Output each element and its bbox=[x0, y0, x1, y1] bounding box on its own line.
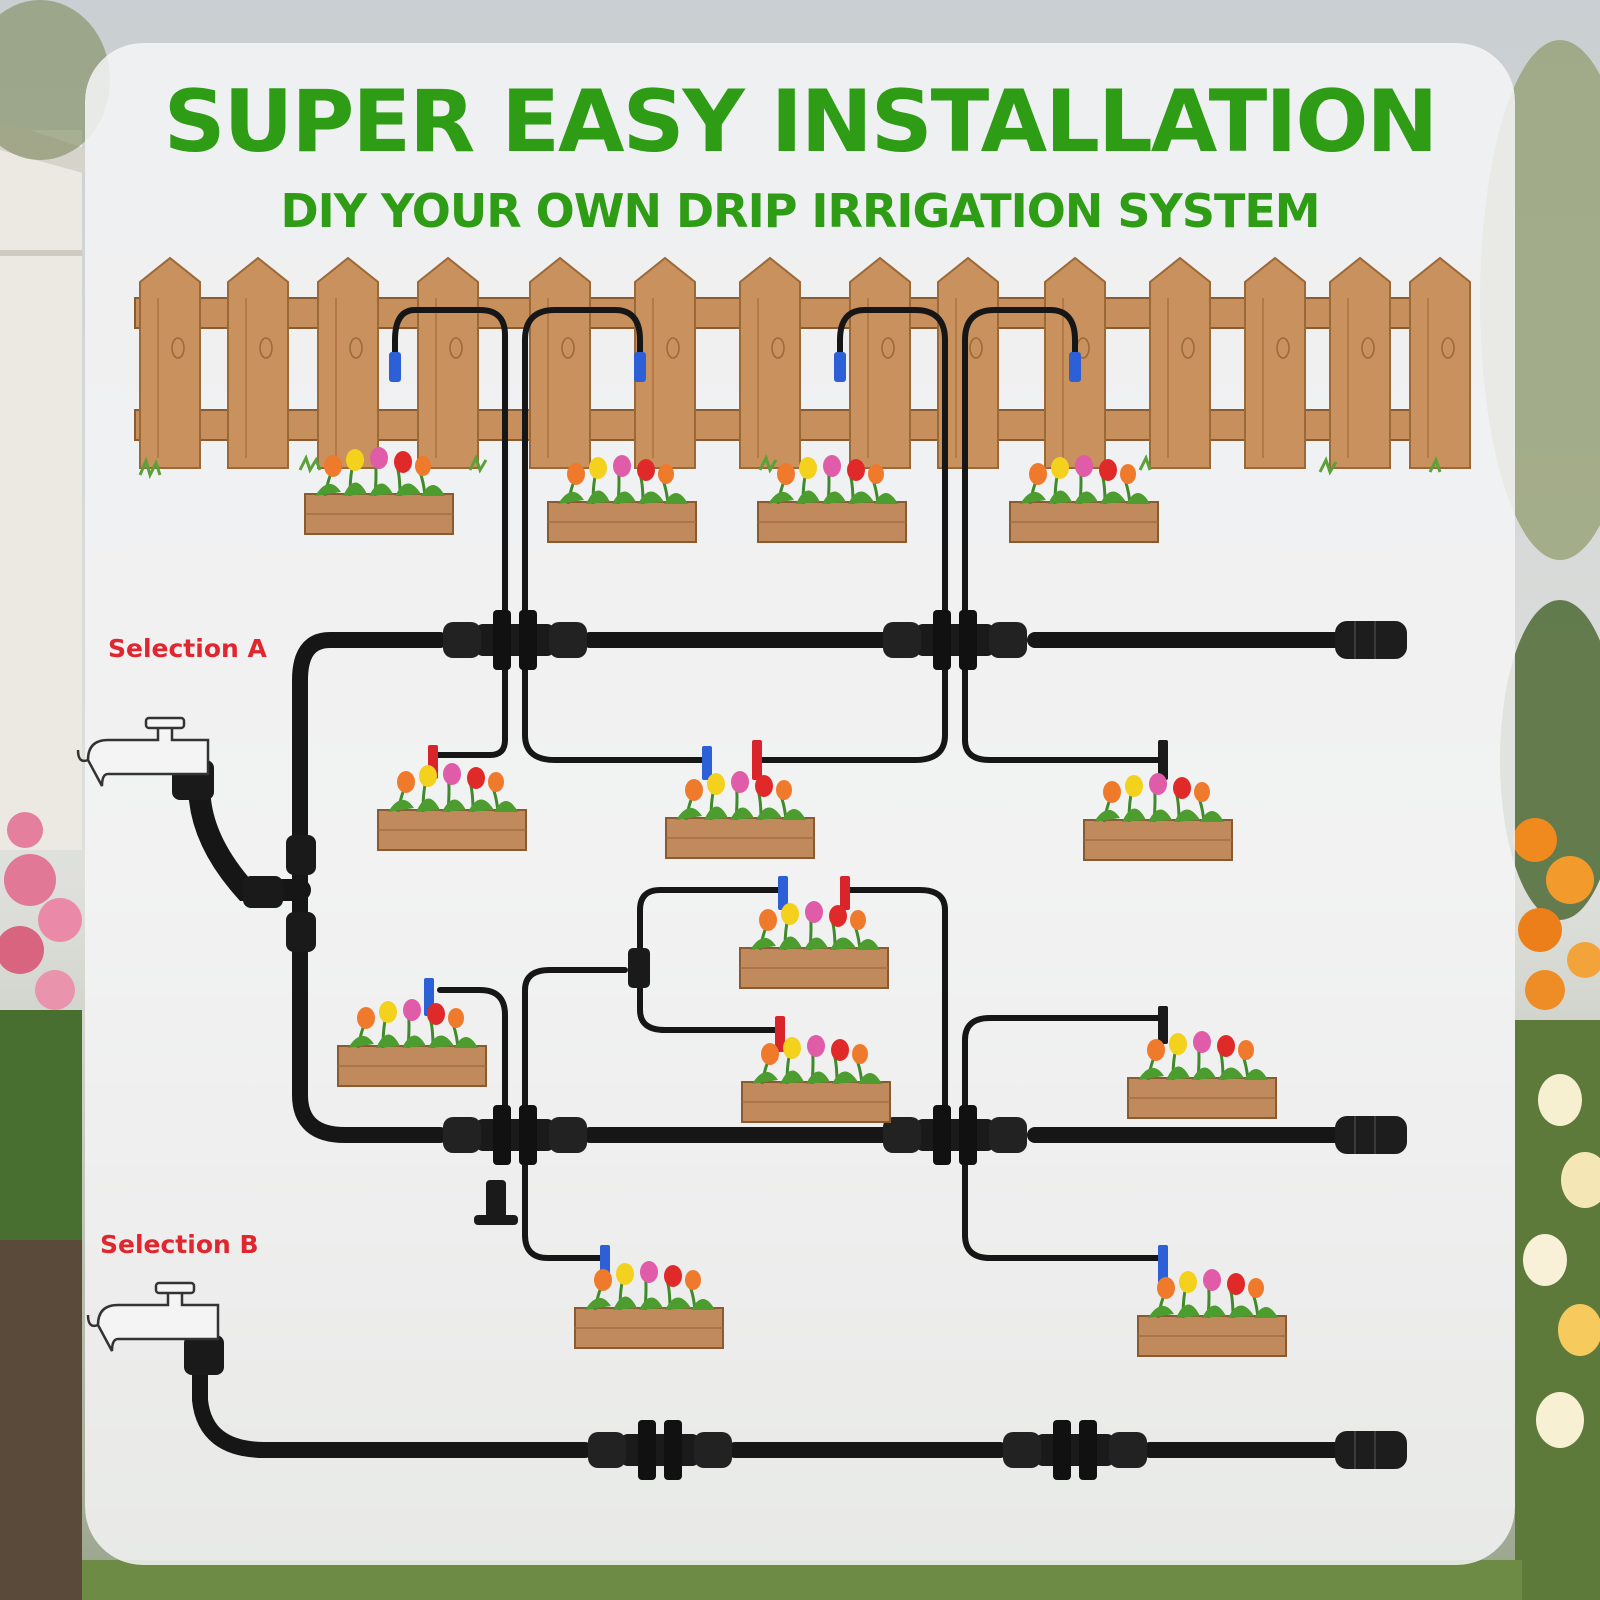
pink-flowers bbox=[0, 812, 82, 1600]
house-wall bbox=[0, 120, 90, 850]
dripper-icon bbox=[389, 352, 1168, 1283]
connector-icon bbox=[172, 610, 1147, 1480]
selection-a-label: Selection A bbox=[108, 634, 267, 663]
page-title: SUPER EASY INSTALLATION bbox=[163, 72, 1439, 172]
orange-flowers bbox=[1513, 818, 1600, 1600]
main-pipe-a bbox=[189, 307, 1343, 1261]
end-cap-icon bbox=[1334, 620, 1408, 1470]
main-pipe-b bbox=[192, 1352, 1343, 1458]
fence-icon bbox=[134, 257, 1471, 480]
planter-icon bbox=[303, 445, 1288, 1358]
selection-b-label: Selection B bbox=[100, 1230, 259, 1259]
page-subtitle: DIY YOUR OWN DRIP IRRIGATION SYSTEM bbox=[280, 184, 1320, 238]
